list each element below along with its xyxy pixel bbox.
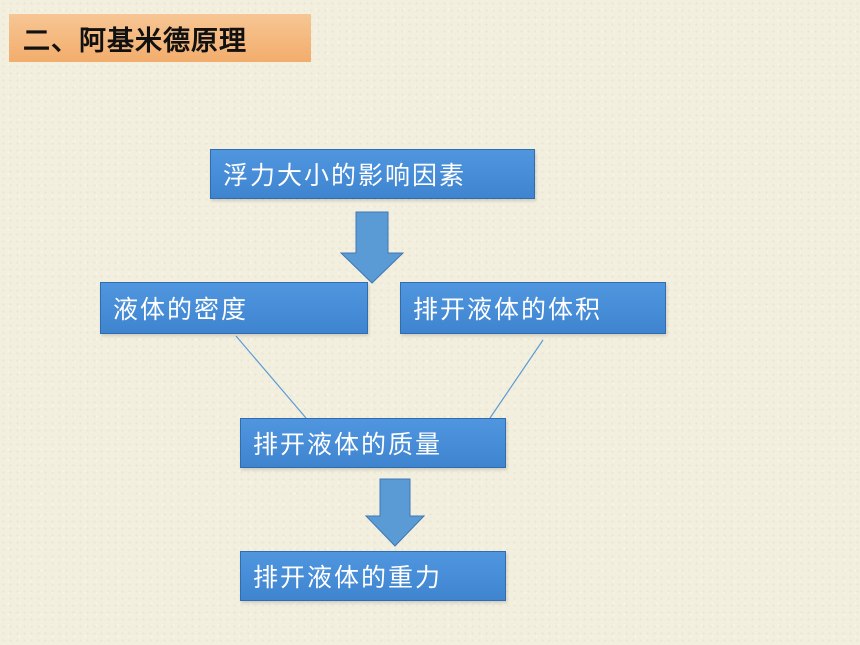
- box-buoyancy-factors: 浮力大小的影响因素: [210, 149, 535, 199]
- connector-volume-to-mass: [489, 339, 544, 419]
- box-displaced-weight: 排开液体的重力: [240, 551, 506, 601]
- box-displaced-volume: 排开液体的体积: [400, 282, 666, 334]
- down-arrow-icon: [339, 211, 405, 284]
- box-displaced-mass: 排开液体的质量: [240, 418, 506, 468]
- section-title: 二、阿基米德原理: [9, 14, 311, 62]
- connector-density-to-mass: [235, 335, 307, 419]
- down-arrow-icon: [364, 478, 426, 547]
- box-liquid-density: 液体的密度: [100, 282, 368, 334]
